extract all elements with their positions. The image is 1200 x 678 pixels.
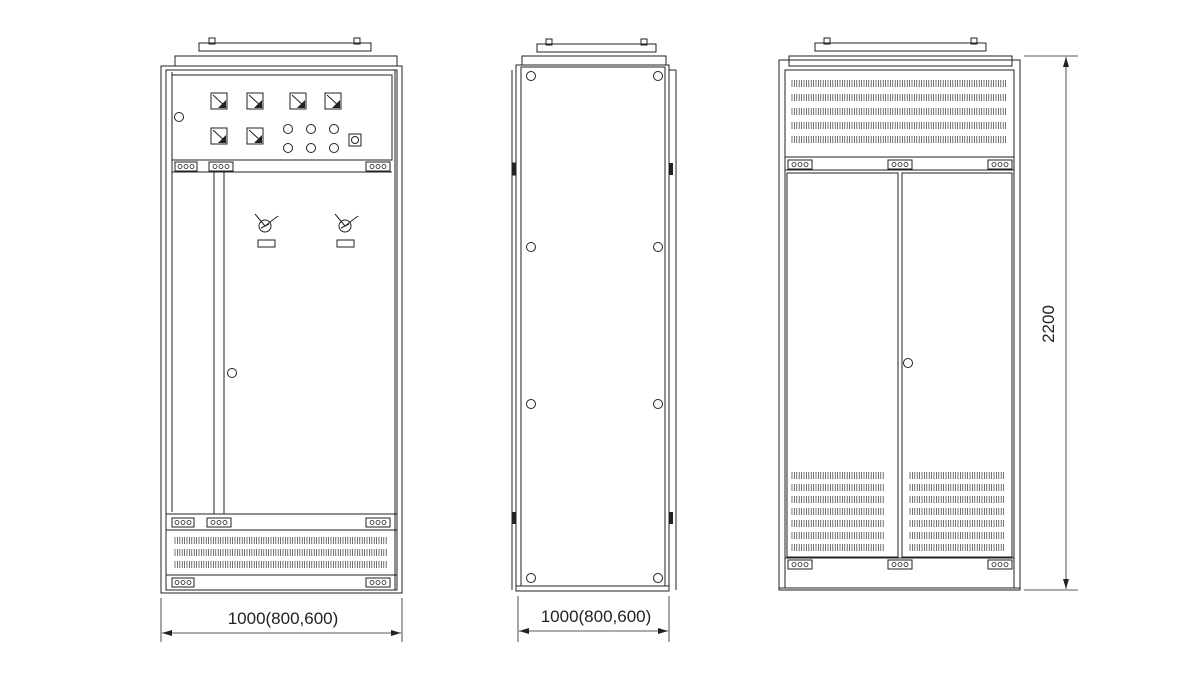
side-bolts [526,71,663,583]
side-panel [520,66,666,587]
front-width-dimension [160,598,403,642]
front-terminal-bottom [166,513,397,531]
meter-row-bottom [210,127,264,145]
side-view [511,38,677,642]
rear-door-vent-grilles [791,472,1004,551]
rear-height-label: 2200 [1039,305,1058,343]
front-view [160,37,403,642]
rear-view [778,37,1078,591]
side-lifting-bar [521,38,667,66]
indicator-lights [283,124,362,153]
rear-body [778,59,1021,591]
panel-lock-icon [174,112,184,122]
rear-terminal-top [785,156,1014,171]
front-vent-grille [174,537,387,568]
front-body [160,65,403,594]
instrument-panel [171,74,393,161]
front-lifting-bar [174,37,398,67]
front-frame [165,69,398,591]
side-width-dimension [517,596,670,642]
rear-door-handle-icon [903,358,913,368]
rear-terminal-bottom [785,557,1014,570]
door-handle-icon [227,368,237,378]
rear-height-dimension [1024,55,1078,591]
front-width-label: 1000(800,600) [228,609,339,628]
rear-top-vent-grille [791,80,1006,143]
rear-doors [786,172,1013,558]
rear-lifting-bar [788,37,1013,67]
side-body [515,64,670,592]
front-terminal-top [172,159,392,173]
rotary-switches [254,213,359,248]
front-terminal-base [166,574,397,588]
side-width-label: 1000(800,600) [541,607,652,626]
meter-row-top [210,92,342,110]
side-edge-profile [511,69,677,590]
front-main-door [213,172,237,514]
